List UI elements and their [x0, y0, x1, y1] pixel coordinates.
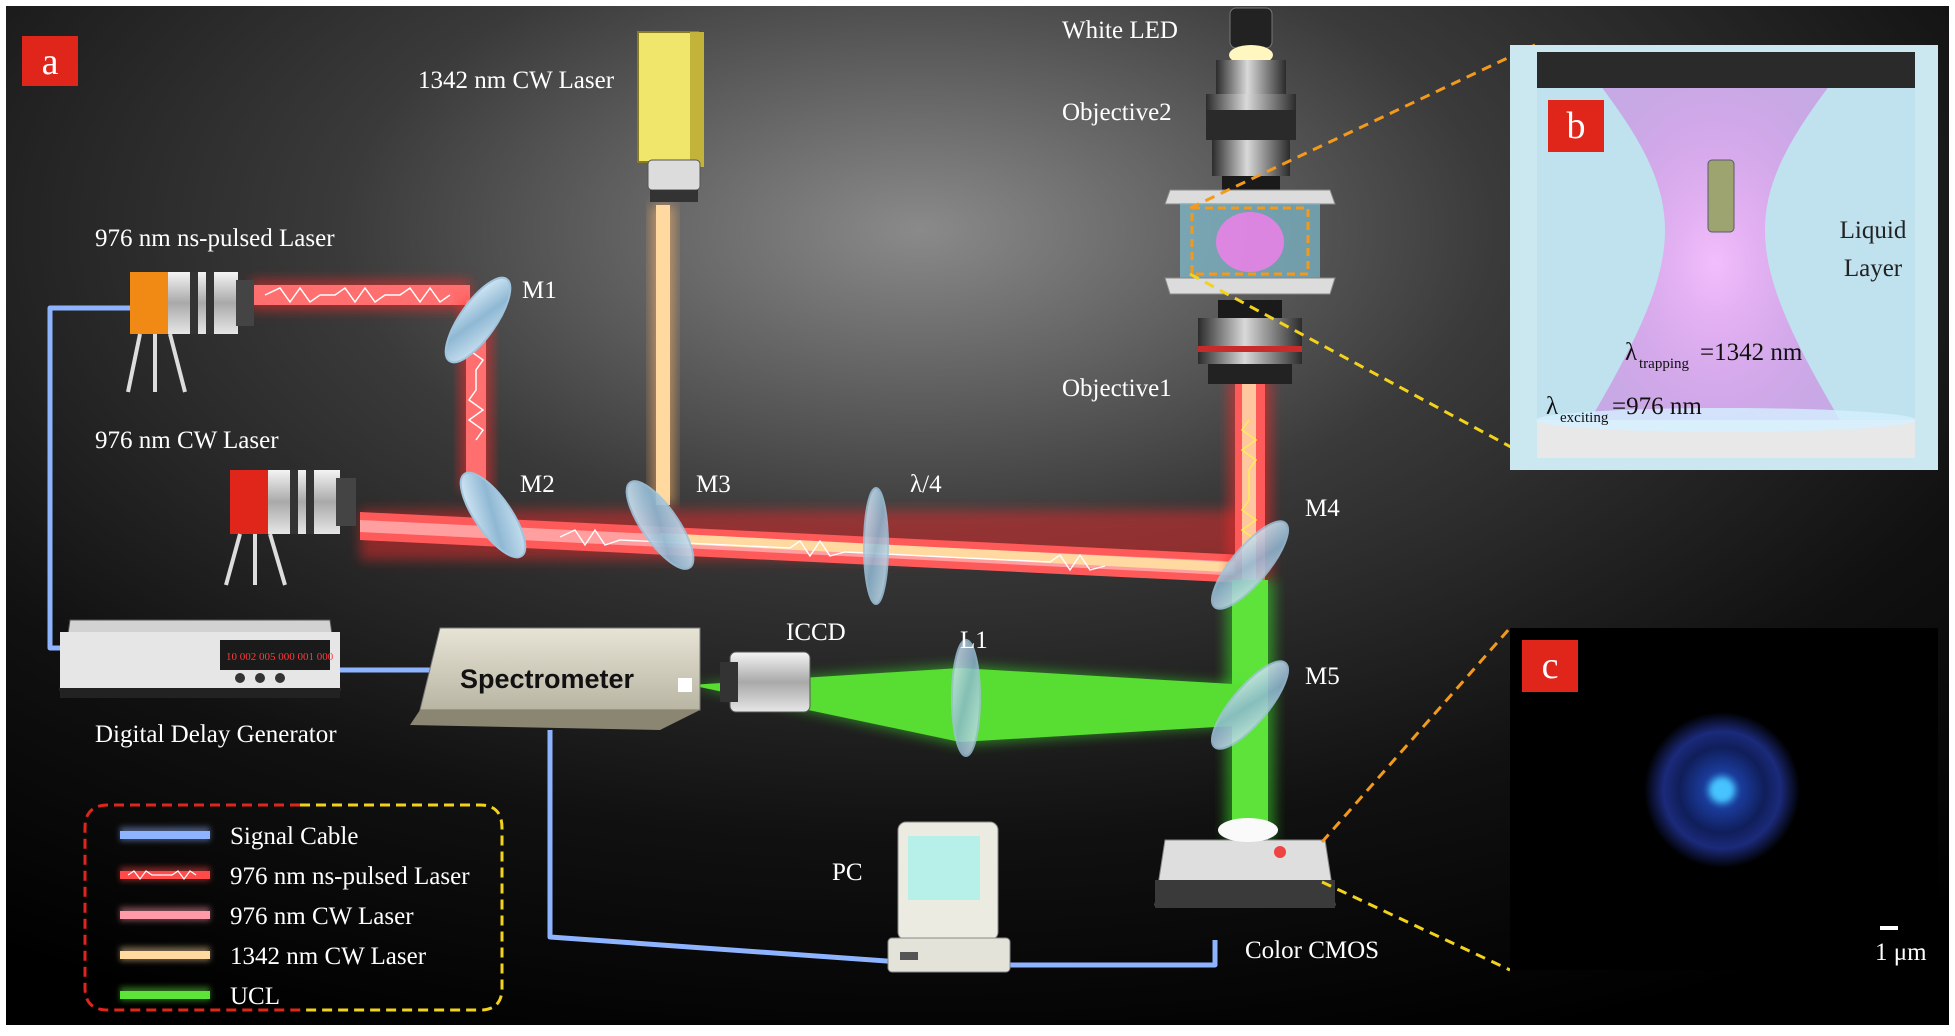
mirror-m4 — [1211, 520, 1289, 610]
sample-chamber — [1164, 189, 1336, 295]
lambda-exciting-value: =976 nm — [1612, 393, 1702, 420]
inset-b-connectors — [1189, 43, 1536, 462]
label-objective1: Objective1 — [1062, 375, 1172, 402]
panel-label-c: c — [1542, 645, 1559, 687]
mirror-m2 — [459, 471, 527, 559]
legend-item: 1342 nm CW Laser — [120, 943, 427, 970]
label-delay-generator: Digital Delay Generator — [95, 721, 337, 748]
legend-item: UCL — [120, 983, 280, 1010]
label-laser-976-pulsed: 976 nm ns-pulsed Laser — [95, 225, 335, 252]
waveplate-quarter — [863, 487, 889, 605]
lambda-trapping-symbol: λ — [1625, 339, 1637, 366]
label-m4: M4 — [1305, 495, 1340, 522]
beam-pulsed-horizontal — [250, 280, 470, 310]
legend-item: 976 nm ns-pulsed Laser — [120, 863, 470, 890]
lambda-trapping-subscript: trapping — [1639, 356, 1689, 372]
lambda-exciting-subscript: exciting — [1560, 410, 1609, 426]
beam-vertical-to-objective — [1228, 380, 1272, 580]
iccd-device — [720, 651, 811, 713]
inset-c — [1510, 628, 1938, 970]
label-quarter-wave: λ/4 — [910, 471, 942, 498]
label-liquid-layer-2: Layer — [1844, 255, 1903, 282]
lambda-trapping-value: =1342 nm — [1700, 339, 1803, 366]
label-laser-1342: 1342 nm CW Laser — [418, 67, 615, 94]
label-m1: M1 — [522, 277, 557, 304]
label-l1: L1 — [960, 627, 988, 654]
lambda-exciting-symbol: λ — [1546, 393, 1558, 420]
spectrometer-device — [410, 627, 701, 730]
label-m5: M5 — [1305, 663, 1340, 690]
label-m3: M3 — [696, 471, 731, 498]
beam-1342-vertical — [651, 205, 675, 505]
inset-c-connectors — [1320, 627, 1512, 972]
mirror-m3 — [625, 480, 695, 570]
mirror-m5 — [1211, 660, 1289, 750]
label-liquid-layer-1: Liquid — [1840, 217, 1907, 244]
legend-pulse-pattern — [127, 870, 197, 880]
white-led-device — [1229, 7, 1273, 65]
panel-label-b: b — [1567, 105, 1586, 147]
legend-items: Signal Cable 976 nm ns-pulsed Laser 976 nm… — [120, 823, 470, 1010]
objective2-device — [1206, 60, 1296, 190]
label-iccd: ICCD — [786, 619, 846, 646]
legend-swatch — [120, 831, 210, 839]
panel-label-a: a — [42, 41, 59, 83]
label-spectrometer: Spectrometer — [460, 664, 635, 694]
label-lambda-trapping: λ trapping =1342 nm — [1625, 339, 1803, 372]
legend-label: 976 nm ns-pulsed Laser — [230, 863, 470, 890]
scale-bar-label: 1 μm — [1875, 939, 1927, 966]
legend-label: 1342 nm CW Laser — [230, 943, 427, 970]
label-objective2: Objective2 — [1062, 99, 1172, 126]
lens-l1 — [951, 639, 981, 757]
color-cmos-device — [1154, 818, 1336, 908]
label-color-cmos: Color CMOS — [1245, 937, 1379, 964]
label-white-led: White LED — [1062, 17, 1178, 44]
label-laser-976-cw: 976 nm CW Laser — [95, 427, 279, 454]
label-pc: PC — [832, 859, 863, 886]
legend-item: 976 nm CW Laser — [120, 903, 414, 930]
laser-976-pulsed-device — [126, 272, 254, 393]
panel-label-a-bg — [22, 36, 78, 86]
legend-label: 976 nm CW Laser — [230, 903, 414, 930]
legend-label: UCL — [230, 983, 280, 1010]
laser-976-cw-device — [224, 470, 356, 586]
scale-bar — [1880, 926, 1898, 930]
legend-swatch — [120, 991, 210, 999]
legend-box — [83, 803, 504, 1012]
legend-item: Signal Cable — [120, 823, 358, 850]
delay-display-readout: 10 002 005 000 001 000 — [226, 651, 334, 663]
legend-swatch — [120, 911, 210, 919]
laser-1342-device — [637, 31, 704, 202]
mirror-m1 — [444, 276, 512, 364]
label-m2: M2 — [520, 471, 555, 498]
legend-swatch — [120, 951, 210, 959]
pc-device — [887, 821, 1011, 973]
legend-label: Signal Cable — [230, 823, 358, 850]
inset-b — [1510, 45, 1938, 470]
delay-generator-device — [59, 619, 341, 698]
label-lambda-exciting: λ exciting =976 nm — [1546, 393, 1702, 426]
